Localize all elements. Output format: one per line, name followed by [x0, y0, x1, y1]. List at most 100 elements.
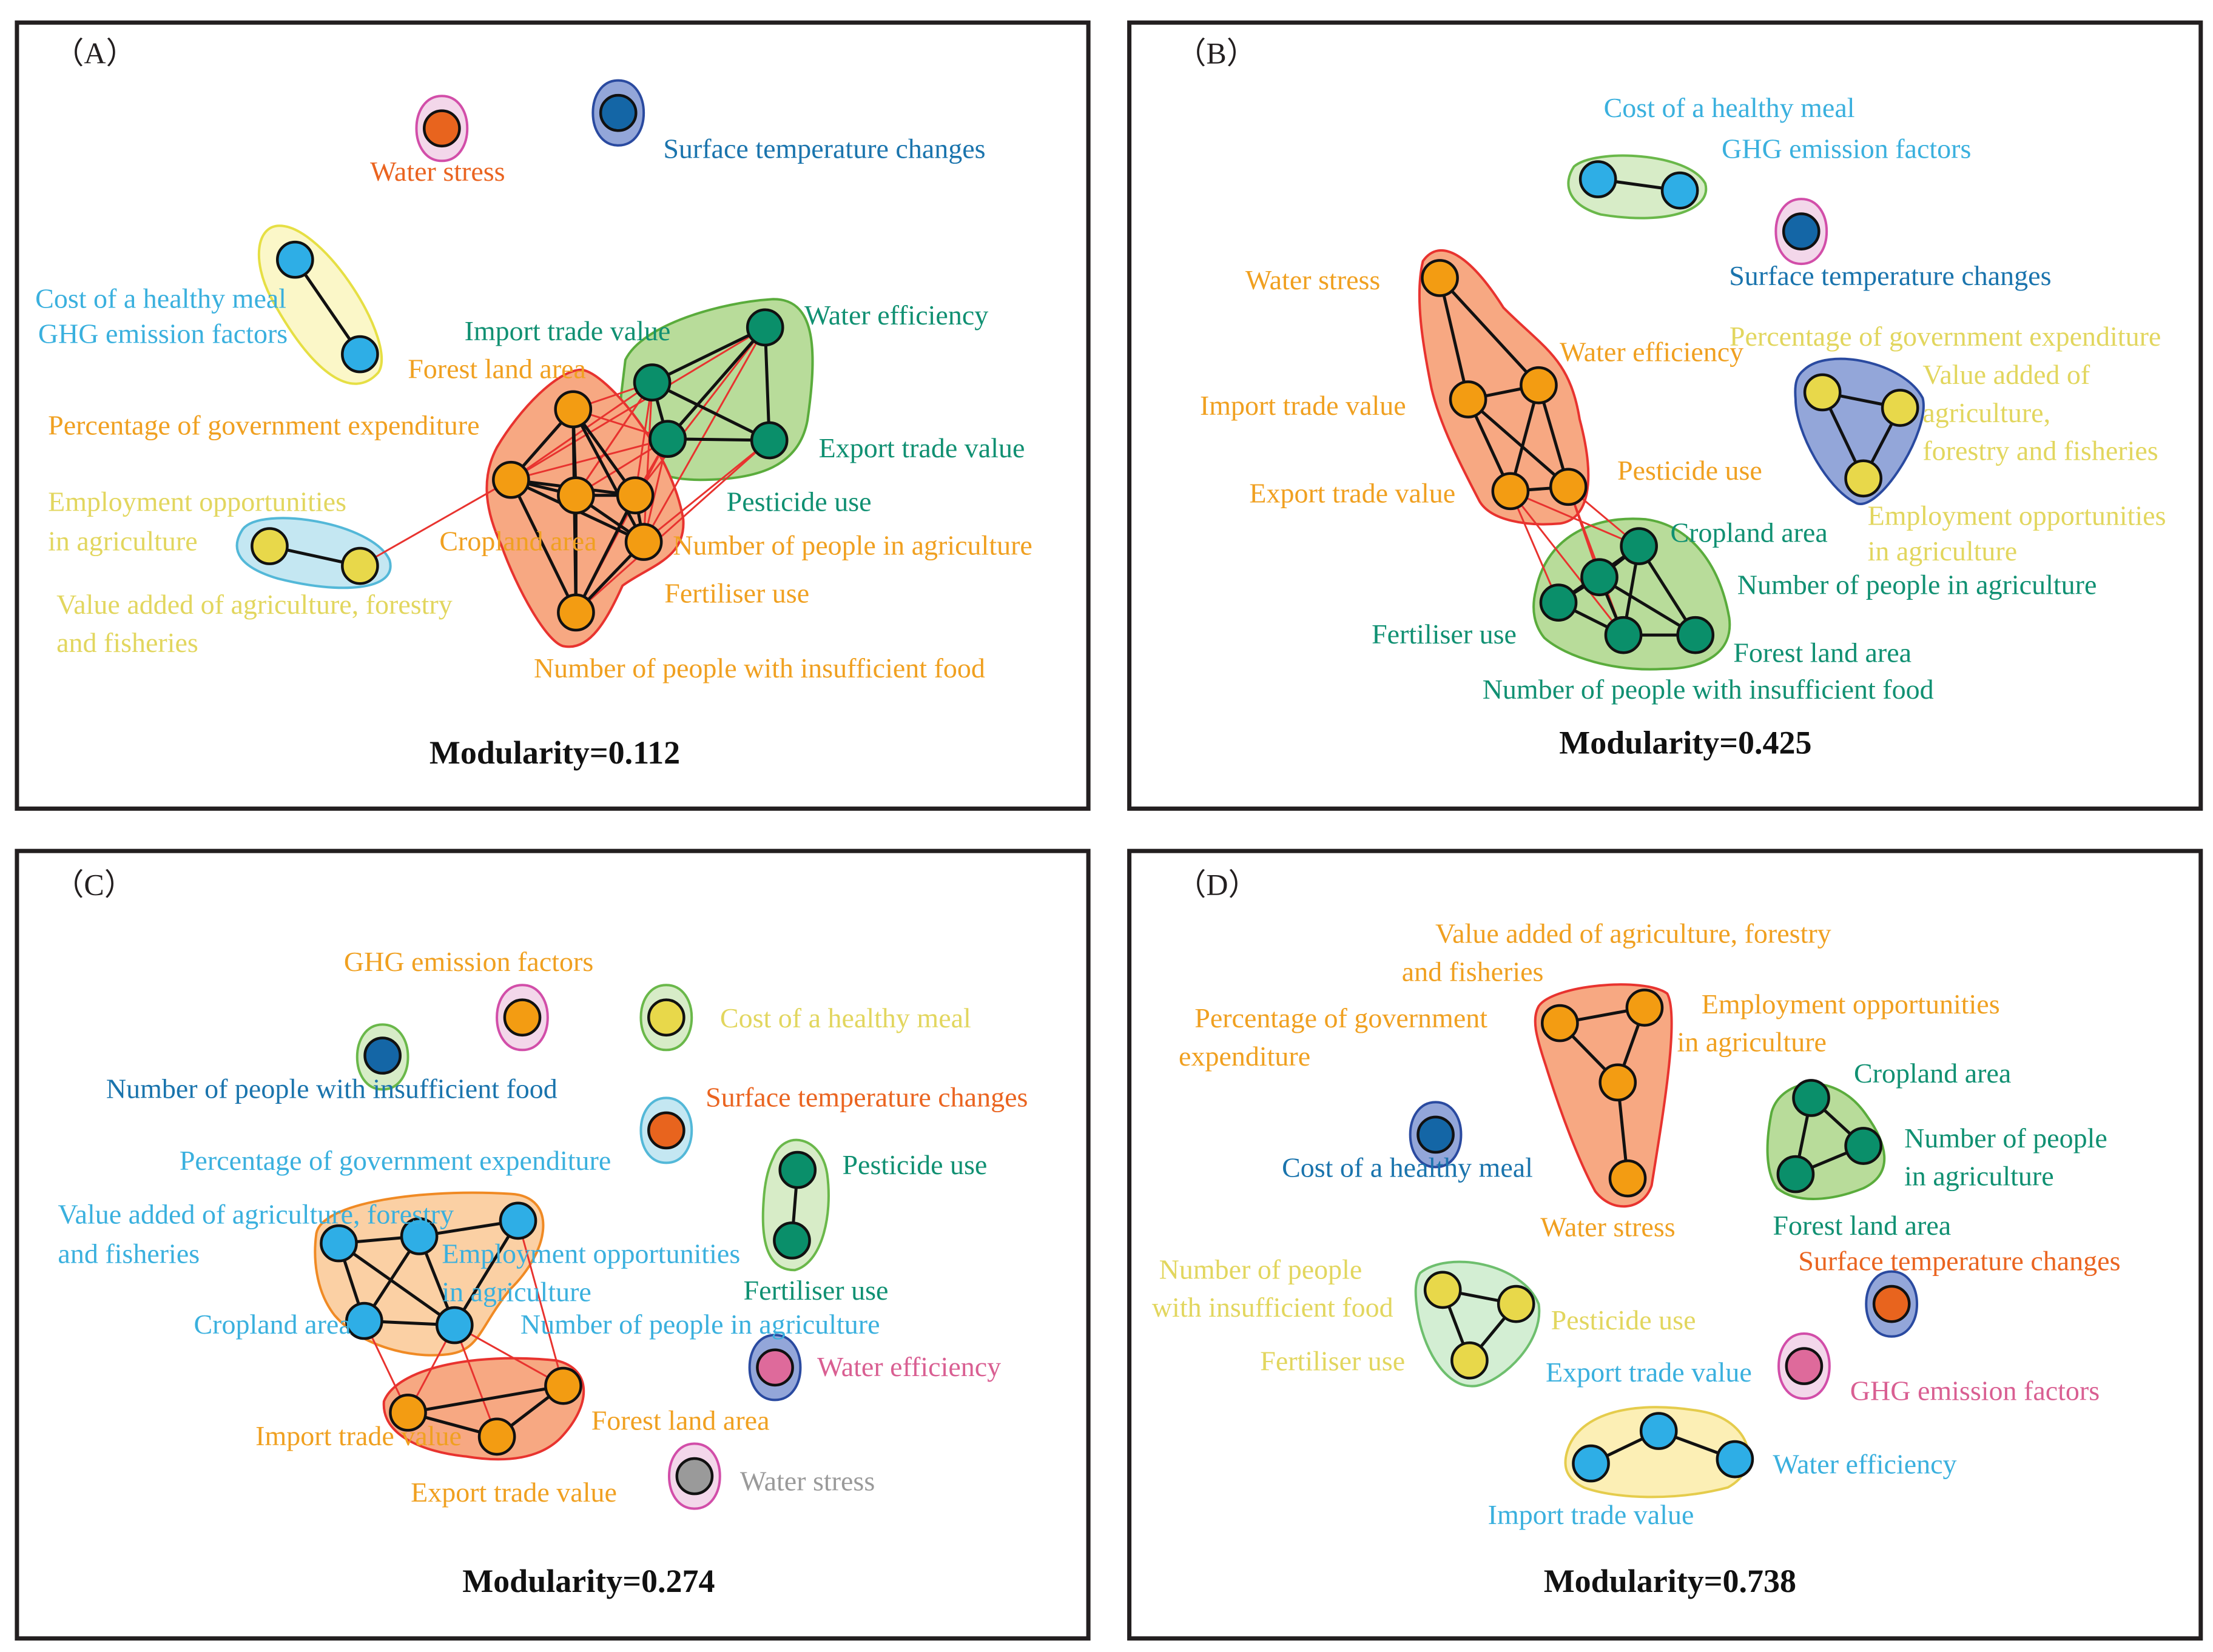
node-label: Cropland area [1854, 1058, 2011, 1089]
node-label: Forest land area [591, 1405, 770, 1435]
node-label: Import trade value [1200, 390, 1406, 421]
network-node [624, 523, 663, 561]
node-label: Number of people [1904, 1123, 2107, 1153]
network-node [616, 476, 655, 515]
network-node [1782, 212, 1821, 250]
network-node [557, 593, 595, 632]
network-node [1803, 373, 1842, 412]
panel-border [15, 20, 1091, 811]
inter-community-edge [510, 381, 653, 481]
network-node [435, 1306, 474, 1345]
node-label: Cost of a healthy meal [1604, 92, 1855, 123]
node-label: Pesticide use [842, 1149, 987, 1180]
network-node [1844, 1127, 1882, 1165]
network-node [1549, 468, 1588, 506]
node-label: Cropland area [194, 1309, 351, 1340]
network-node [1416, 1115, 1455, 1154]
node-label: Surface temperature changes [706, 1081, 1028, 1112]
inter-community-edge [510, 438, 669, 481]
network-node [554, 390, 593, 429]
node-label: Cropland area [1671, 517, 1828, 548]
node-label: Forest land area [1733, 637, 1912, 668]
network-node [1497, 1284, 1535, 1323]
network-node [1776, 1155, 1815, 1194]
network-node [341, 335, 379, 374]
node-label: Forest land area [1773, 1210, 1951, 1241]
node-label: and fisheries [58, 1238, 200, 1269]
panel-letter: （D） [1176, 867, 1258, 901]
network-node [389, 1393, 427, 1432]
network-node [1785, 1347, 1824, 1385]
node-label: GHG emission factors [1850, 1375, 2100, 1406]
inter-community-edge [575, 381, 653, 496]
inter-community-edge [634, 326, 766, 496]
node-label: Water stress [370, 156, 505, 187]
node-label: and fisheries [56, 627, 198, 658]
inter-community-edge [359, 478, 512, 567]
network-node [499, 1201, 537, 1240]
node-label: Number of people in agriculture [520, 1309, 880, 1340]
network-node [1421, 259, 1459, 297]
inter-community-edge [454, 1324, 564, 1387]
node-label: Fertiliser use [744, 1275, 889, 1306]
node-label: Export trade value [411, 1477, 617, 1508]
node-label: Surface temperature changes [1729, 260, 2051, 291]
node-label: Pesticide use [1551, 1304, 1696, 1335]
network-node [1716, 1440, 1754, 1479]
network-node [503, 998, 542, 1037]
network-node [1608, 1159, 1647, 1198]
intra-community-edge [1467, 398, 1569, 488]
node-label: Employment opportunities [1868, 500, 2166, 531]
network-node [400, 1217, 439, 1255]
node-label: Forest land area [408, 354, 586, 384]
modularity-label: Modularity=0.274 [462, 1563, 715, 1599]
network-node [1604, 616, 1643, 654]
node-label: Number of people with insufficient food [106, 1073, 557, 1104]
node-label: Surface temperature changes [663, 133, 985, 164]
network-node [557, 476, 595, 515]
inter-community-edge [634, 382, 653, 495]
network-node [341, 546, 379, 585]
intra-community-edge [666, 326, 767, 440]
node-label: in agriculture [1904, 1161, 2054, 1192]
intra-community-edge [1438, 277, 1540, 386]
inter-community-edge [575, 439, 770, 614]
inter-community-edge [1509, 491, 1560, 603]
node-label: Percentage of government expenditure [1730, 321, 2161, 352]
network-node [1676, 616, 1715, 654]
network-node [633, 363, 672, 401]
intra-community-edge [510, 479, 578, 614]
node-label: Surface temperature changes [1798, 1245, 2120, 1276]
network-node [1539, 583, 1578, 622]
network-node [1625, 989, 1664, 1027]
network-node [1450, 1341, 1489, 1380]
network-node [1660, 171, 1699, 210]
node-label: Pesticide use [727, 486, 872, 517]
node-label: Cost of a healthy meal [35, 283, 286, 314]
network-node [756, 1348, 794, 1387]
network-node [1598, 1063, 1637, 1102]
network-node [1881, 389, 1919, 427]
node-label: Value added of [1922, 359, 2090, 390]
network-node [1872, 1284, 1911, 1323]
network-node [363, 1036, 402, 1075]
panel-letter: （B） [1176, 36, 1256, 70]
community-hull [1534, 983, 1673, 1208]
network-node [1578, 160, 1617, 198]
node-label: Fertiliser use [1260, 1346, 1405, 1377]
inter-community-edge [1510, 490, 1640, 547]
node-label: in agriculture [1677, 1027, 1827, 1058]
panel-border [1127, 848, 2203, 1641]
intra-community-edge [1438, 277, 1470, 400]
network-node [647, 998, 685, 1037]
node-label: agriculture, [1922, 397, 2050, 428]
network-node [647, 1111, 685, 1150]
node-label: Value added of agriculture, forestry [1435, 918, 1831, 949]
node-label: Export trade value [819, 432, 1025, 463]
network-node [1639, 1412, 1678, 1450]
node-label: Employment opportunities [48, 486, 346, 517]
node-label: Number of people in agriculture [1737, 569, 2097, 600]
node-label: Water efficiency [1560, 337, 1743, 368]
